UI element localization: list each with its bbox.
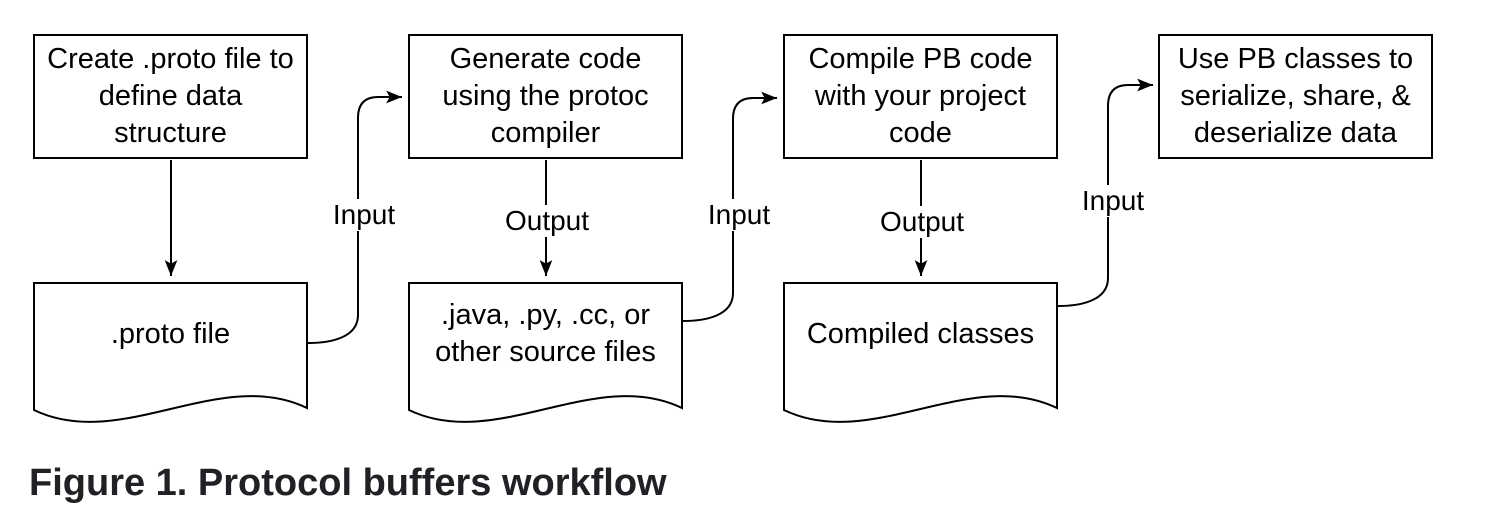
step-label: Use PB classes to serialize, share, & de… <box>1177 43 1414 149</box>
artifact-label: .java, .py, .cc, or other source files <box>435 299 656 368</box>
step-node-generate-code: Generate code using the protoc compiler <box>408 34 683 159</box>
figure-caption: Figure 1. Protocol buffers workflow <box>29 462 667 504</box>
step-node-use-pb-classes: Use PB classes to serialize, share, & de… <box>1158 34 1433 159</box>
artifact-label: .proto file <box>110 317 231 350</box>
edge-label-input-3: Input <box>1077 185 1149 217</box>
document-shape-icon <box>33 282 308 423</box>
edge-label-output-2: Output <box>875 206 969 238</box>
edge-label-input-1: Input <box>328 199 400 231</box>
edge-label-input-2: Input <box>703 199 775 231</box>
step-label: Generate code using the protoc compiler <box>442 43 649 149</box>
artifact-node-compiled-classes: Compiled classes <box>783 282 1058 432</box>
artifact-label: Compiled classes <box>806 317 1035 350</box>
document-shape-icon <box>408 282 683 423</box>
artifact-node-source-files: .java, .py, .cc, or other source files <box>408 282 683 432</box>
edge-label-output-1: Output <box>500 205 594 237</box>
step-node-compile-pb-code: Compile PB code with your project code <box>783 34 1058 159</box>
step-node-create-proto-file: Create .proto file to define data struct… <box>33 34 308 159</box>
step-label: Create .proto file to define data struct… <box>47 43 294 149</box>
step-label: Compile PB code with your project code <box>808 43 1033 149</box>
artifact-node-proto-file: .proto file <box>33 282 308 432</box>
document-shape-icon <box>783 282 1058 423</box>
